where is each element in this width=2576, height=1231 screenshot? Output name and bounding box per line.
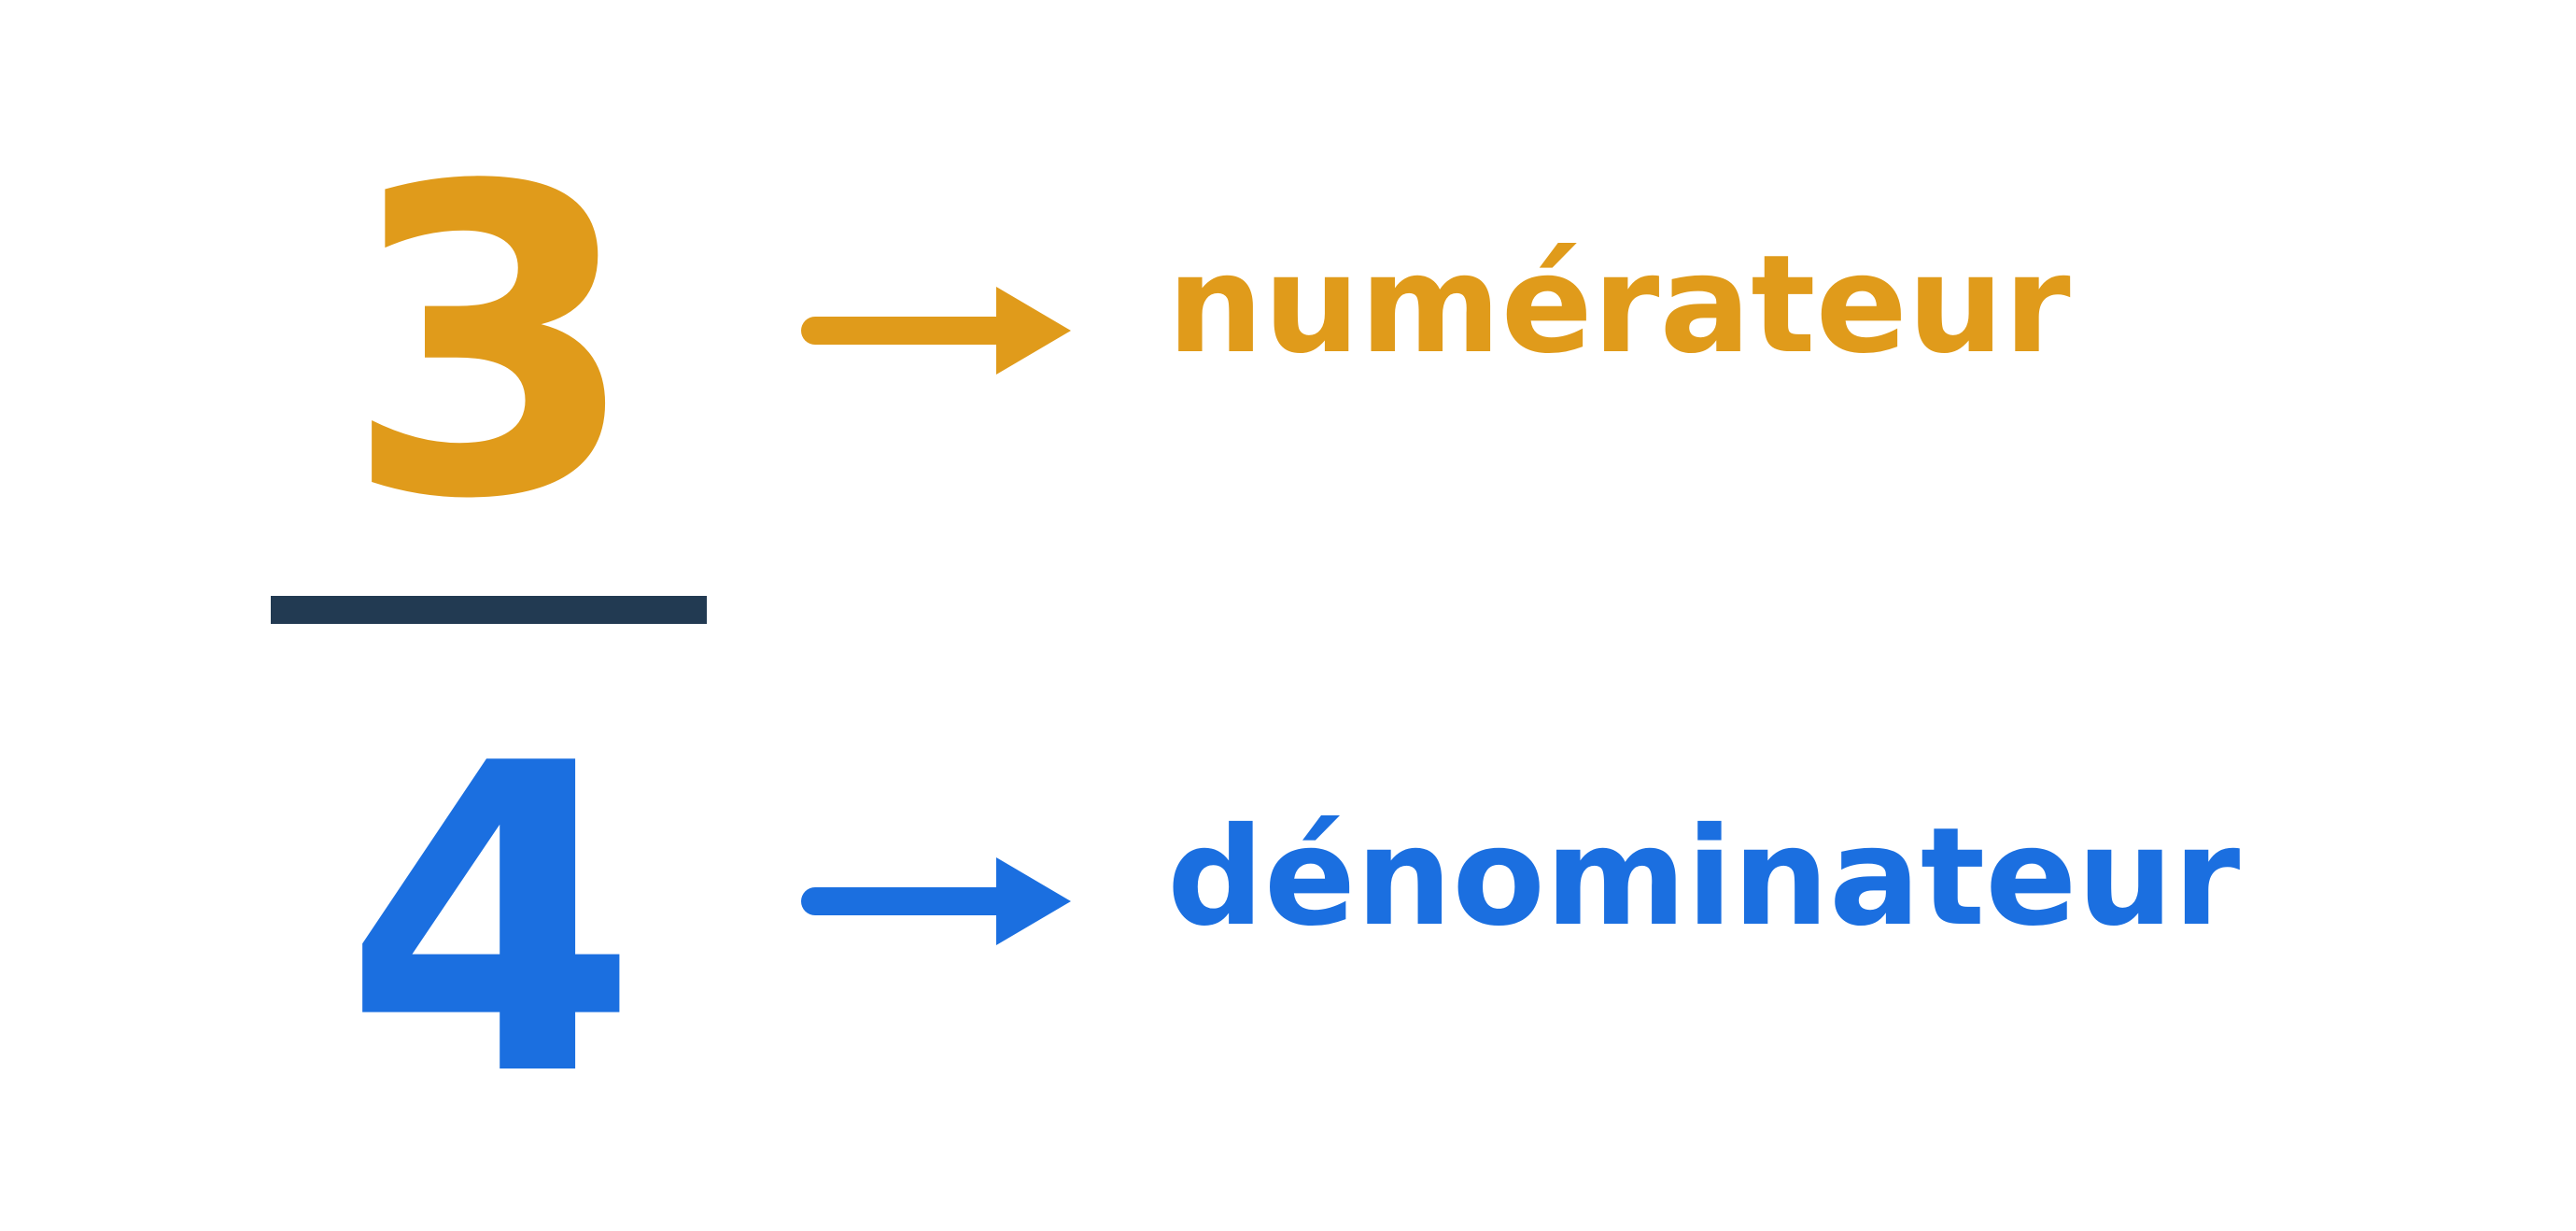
arrow-head bbox=[996, 287, 1071, 375]
numerator-label: numérateur bbox=[1167, 226, 2071, 384]
numerator-arrow-icon bbox=[794, 279, 1074, 382]
denominator-digit: 4 bbox=[343, 675, 640, 1169]
right-arrow-icon bbox=[801, 287, 1071, 375]
denominator-arrow-icon bbox=[794, 850, 1074, 953]
fraction-bar bbox=[271, 596, 707, 624]
arrow-head bbox=[996, 857, 1071, 945]
numerator-digit: 3 bbox=[343, 98, 640, 592]
right-arrow-icon bbox=[801, 857, 1071, 945]
denominator-label: dénominateur bbox=[1167, 799, 2241, 956]
